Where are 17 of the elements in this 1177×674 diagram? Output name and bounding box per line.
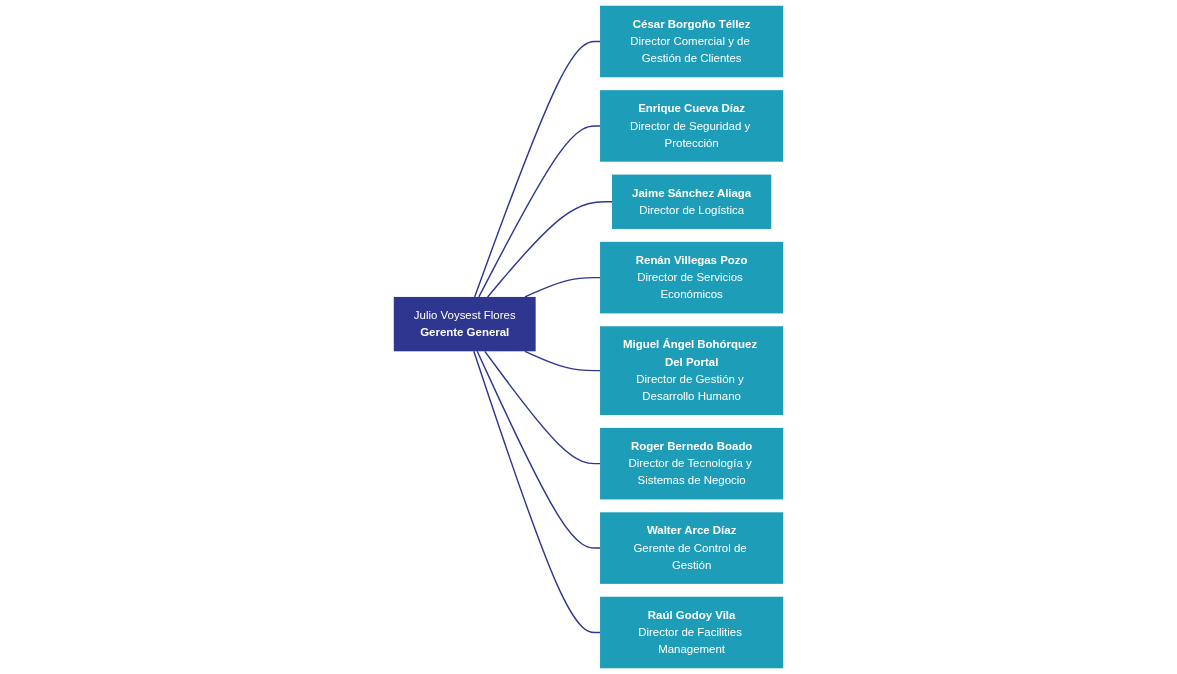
- connector: [524, 350, 601, 372]
- node-box: Enrique Cueva Díaz Director de Seguridad y Protección: [600, 90, 784, 162]
- node-box: Walter Arce Díaz Gerente de Control de Gestión: [600, 512, 784, 584]
- node-box: César Borgoño Téllez Director Comercial y de Gestión de Clientes: [600, 5, 784, 78]
- node-box: Julio Voysest Flores Gerente General: [393, 296, 536, 352]
- connector: [478, 125, 601, 298]
- node-box: Roger Bernedo Boado Director de Tecnología y Sistemas de Negocio: [600, 427, 784, 500]
- node-box: Raúl Godoy Vila Director de Facilities Management: [600, 596, 784, 669]
- node-box: Renán Villegas Pozo Director de Servicios Económicos: [600, 241, 784, 314]
- connector: [473, 350, 601, 634]
- connector: [476, 350, 601, 549]
- connector: [486, 201, 613, 298]
- connector: [524, 276, 601, 298]
- node-box: Miguel Ángel Bohórquez Del Portal Director de Gestión y Desarrollo Humano: [600, 326, 784, 415]
- node-box: Jaime Sánchez Aliaga Director de Logística: [612, 174, 772, 229]
- connector: [484, 350, 601, 465]
- connector: [473, 40, 601, 298]
